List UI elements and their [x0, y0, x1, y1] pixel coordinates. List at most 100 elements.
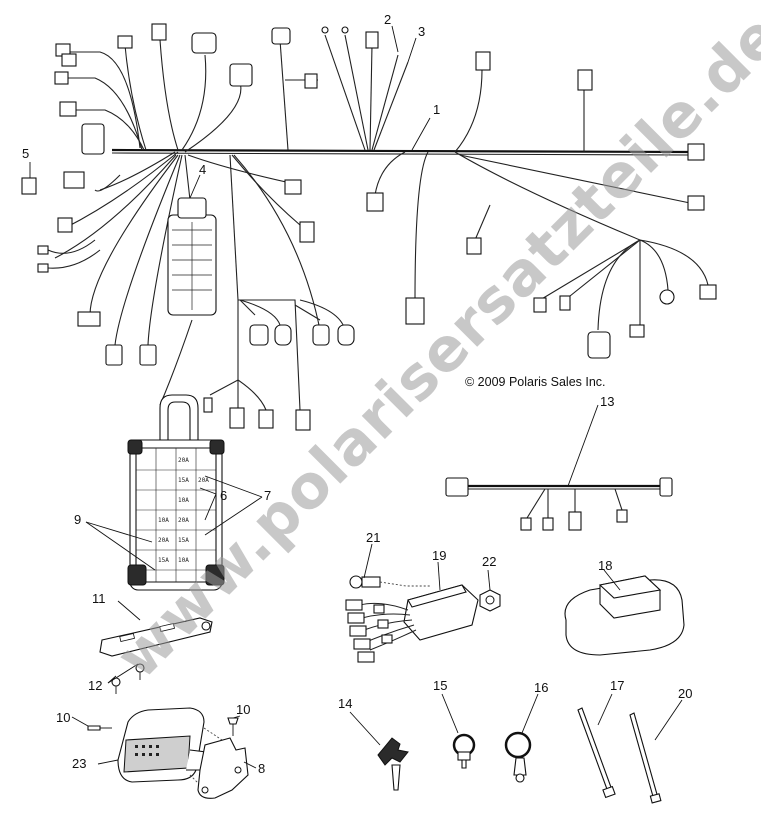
connector — [587, 331, 611, 359]
connector — [191, 32, 217, 54]
connector — [312, 324, 330, 346]
fuse-label: 10A — [158, 517, 169, 524]
connector — [139, 344, 157, 366]
mounting-bracket — [99, 617, 213, 694]
module-bracket — [197, 737, 249, 799]
connector — [284, 179, 302, 195]
callout-6: 6 — [220, 488, 227, 503]
connector — [229, 407, 245, 429]
fuse-label: 20A — [198, 477, 209, 484]
callout-12: 12 — [88, 678, 102, 693]
connector — [559, 295, 571, 311]
connector — [59, 101, 77, 117]
callout-11: 11 — [92, 591, 106, 606]
connector — [659, 289, 675, 305]
connector — [365, 31, 379, 49]
connector — [258, 409, 274, 429]
sub-harness — [445, 477, 673, 531]
cable-tie-20 — [629, 712, 662, 804]
clamp-part-16 — [504, 731, 532, 783]
connector — [687, 195, 705, 211]
fuse-label: 15A — [178, 537, 189, 544]
hex-nut — [479, 589, 501, 612]
connector — [699, 284, 717, 300]
connector — [21, 177, 37, 195]
callout-13: 13 — [600, 394, 614, 409]
connector — [466, 237, 482, 255]
callout-20: 20 — [678, 686, 692, 701]
callout-5: 5 — [22, 146, 29, 161]
module-screws — [87, 717, 239, 736]
fuse-box: 20A 15A 10A 20A 15A 10A 20A 15A 10A 20A — [127, 394, 225, 591]
callout-23: 23 — [72, 756, 86, 771]
callout-9: 9 — [74, 512, 81, 527]
callout-numbers: 1 2 3 4 5 6 7 8 9 10 10 11 12 13 14 15 1… — [22, 12, 692, 776]
callout-10b: 10 — [236, 702, 250, 717]
callout-8: 8 — [258, 761, 265, 776]
fuse-label: 20A — [178, 457, 189, 464]
copyright-text: © 2009 Polaris Sales Inc. — [465, 375, 606, 389]
fuse-label: 15A — [158, 557, 169, 564]
connector — [405, 297, 425, 325]
fuse-label: 15A — [178, 477, 189, 484]
connector — [629, 324, 645, 338]
fuse-label: 20A — [178, 517, 189, 524]
connector — [77, 311, 101, 327]
connector — [61, 53, 77, 67]
connector — [299, 221, 315, 243]
connector — [105, 344, 123, 366]
connector — [81, 123, 105, 155]
connector — [687, 143, 705, 161]
connector — [366, 192, 384, 212]
callout-16: 16 — [534, 680, 548, 695]
harness-fuse-block — [167, 197, 217, 316]
connector — [533, 297, 547, 313]
leader-lines — [29, 25, 683, 769]
relay-module — [345, 584, 479, 663]
connector — [304, 73, 318, 89]
callout-7: 7 — [264, 488, 271, 503]
connector — [249, 324, 269, 346]
cable-tie-17 — [577, 707, 616, 799]
bulb-socket — [349, 575, 430, 589]
callout-2: 2 — [384, 12, 391, 27]
connector — [151, 23, 167, 41]
fuse-labels: 20A 15A 10A 20A 15A 10A 20A 15A 10A 20A — [158, 457, 209, 564]
connector — [341, 26, 349, 34]
connector — [63, 171, 85, 189]
callout-15: 15 — [433, 678, 447, 693]
connector — [337, 324, 355, 346]
connector — [274, 324, 292, 346]
callout-4: 4 — [199, 162, 206, 177]
main-wiring-harness — [47, 34, 709, 411]
connector — [203, 397, 213, 413]
callout-22: 22 — [482, 554, 496, 569]
clamp-part-15 — [452, 733, 476, 769]
callout-1: 1 — [433, 102, 440, 117]
callout-18: 18 — [598, 558, 612, 573]
callout-10a: 10 — [56, 710, 70, 725]
connector — [117, 35, 133, 49]
connector — [37, 245, 49, 255]
callout-14: 14 — [338, 696, 352, 711]
fuse-label: 10A — [178, 497, 189, 504]
callout-3: 3 — [418, 24, 425, 39]
harness-connectors — [21, 23, 717, 431]
connector — [295, 409, 311, 431]
cover-pad — [564, 575, 685, 656]
connector — [577, 69, 593, 91]
connector — [271, 27, 291, 45]
callout-17: 17 — [610, 678, 624, 693]
fuse-label: 10A — [178, 557, 189, 564]
connector — [321, 26, 329, 34]
callout-19: 19 — [432, 548, 446, 563]
connector — [475, 51, 491, 71]
connector — [54, 71, 69, 85]
connector — [57, 217, 73, 233]
clip-part-14 — [377, 737, 409, 791]
connector — [229, 63, 253, 87]
fuse-label: 20A — [158, 537, 169, 544]
callout-21: 21 — [366, 530, 380, 545]
connector — [37, 263, 49, 273]
